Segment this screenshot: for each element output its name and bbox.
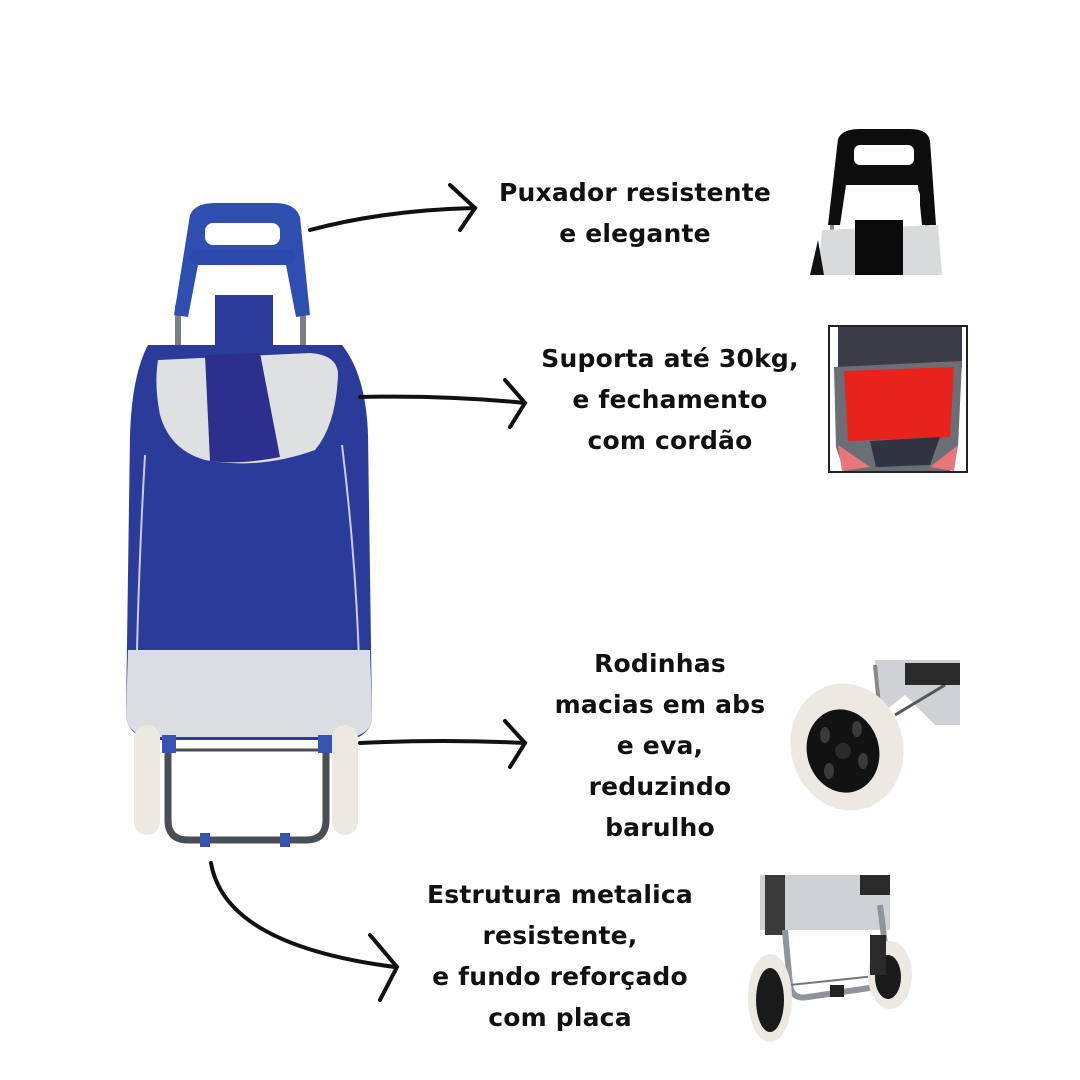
caption-line: Estrutura metalica: [427, 880, 693, 909]
wheels-thumbnail: [785, 655, 965, 835]
arrow-to-capacity-icon: [358, 378, 528, 429]
caption-line: Puxador resistente: [498, 178, 772, 207]
arrow-to-handle-icon: [308, 183, 478, 232]
arrow-to-wheels-icon: [358, 719, 528, 769]
caption-line: macias em abs: [554, 690, 766, 719]
feature-frame-caption: Estrutura metalica resistente, e fundo r…: [405, 874, 715, 1038]
caption-line: reduzindo: [588, 772, 732, 801]
caption-line: e fundo reforçado: [432, 962, 688, 991]
caption-line: resistente,: [482, 921, 638, 950]
capacity-thumbnail: [828, 325, 968, 473]
caption-line: e elegante: [559, 219, 711, 248]
handle-thumbnail: [810, 125, 945, 275]
feature-wheels-caption: Rodinhas macias em abs e eva, reduzindo …: [530, 643, 790, 848]
caption-line: e fechamento: [572, 385, 768, 414]
caption-line: Suporta até 30kg,: [541, 344, 799, 373]
caption-line: com cordão: [587, 426, 753, 455]
feature-handle-caption: Puxador resistente e elegante: [480, 172, 790, 254]
arrow-to-frame-icon: [209, 861, 400, 1002]
feature-capacity-caption: Suporta até 30kg, e fechamento com cordã…: [520, 338, 820, 461]
caption-line: barulho: [605, 813, 715, 842]
main-product-image: [110, 195, 380, 855]
caption-line: Rodinhas: [594, 649, 726, 678]
caption-line: e eva,: [616, 731, 704, 760]
frame-thumbnail: [740, 875, 920, 1045]
caption-line: com placa: [488, 1003, 632, 1032]
